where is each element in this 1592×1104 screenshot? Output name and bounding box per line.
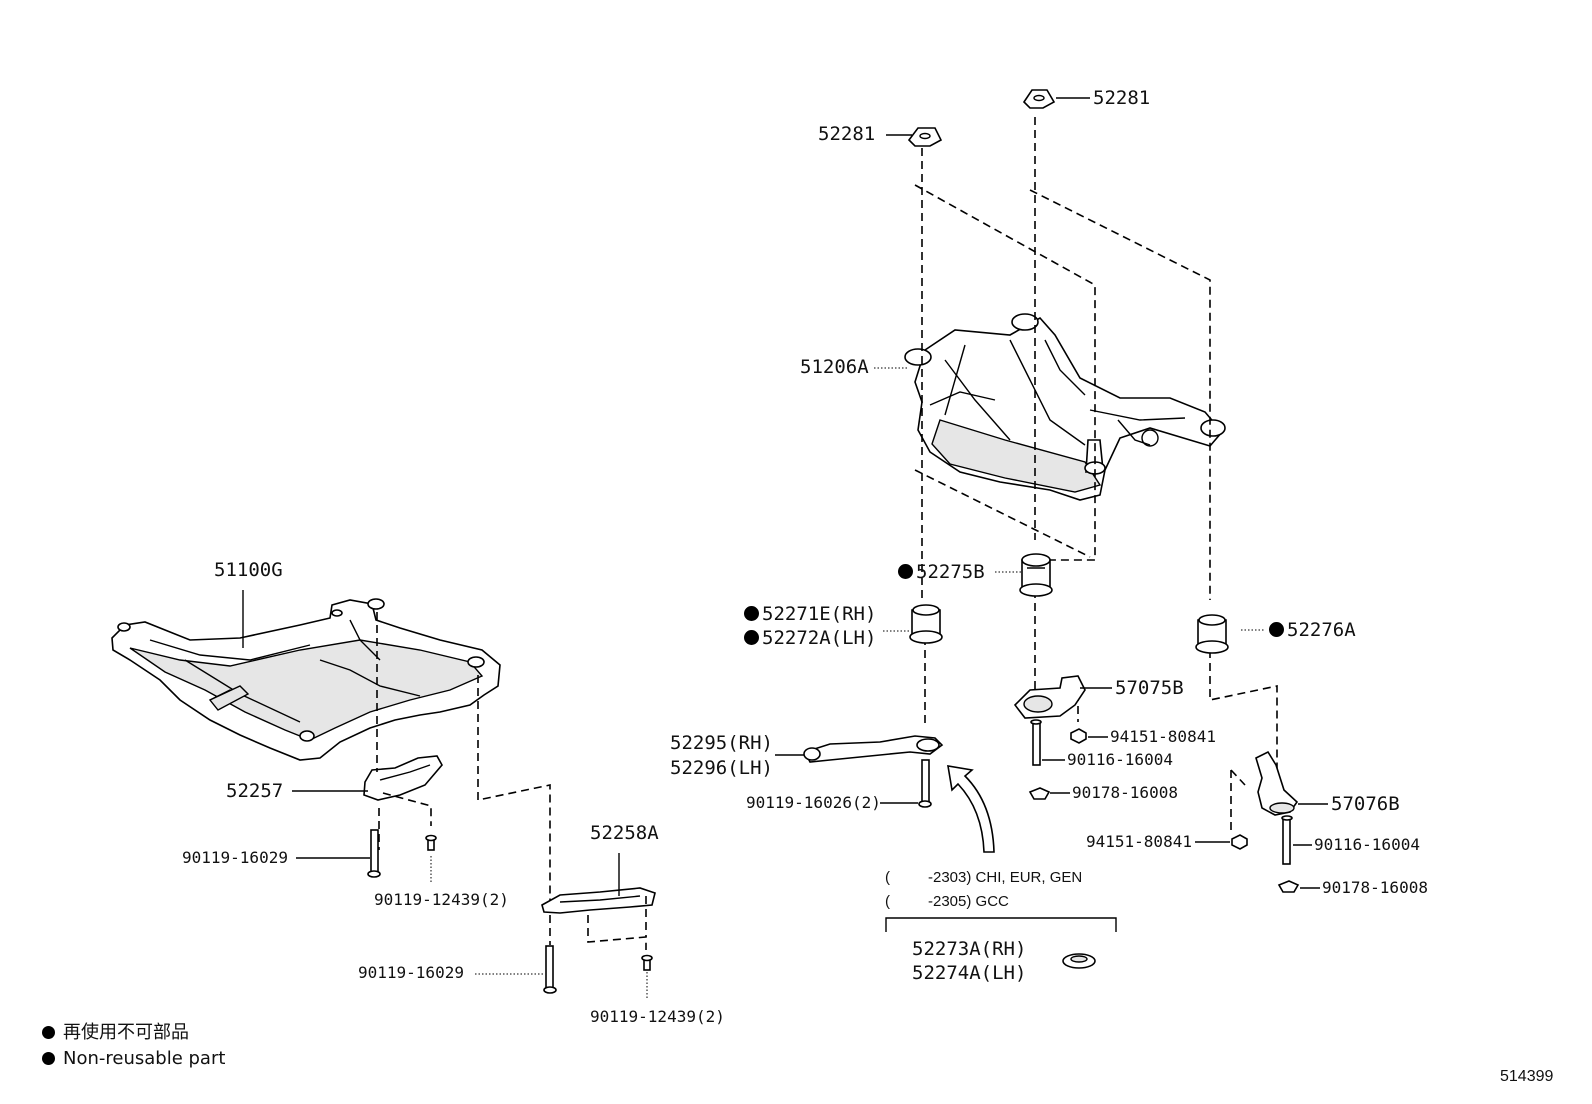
- washer-52281-left: [907, 127, 943, 147]
- legend-jp: 再使用不可部品: [42, 1024, 189, 1042]
- label-51100G: 51100G: [214, 559, 283, 581]
- label-57075B: 57075B: [1115, 677, 1184, 699]
- washer-52281-right: [1022, 89, 1056, 109]
- bolt-90119-16026: [918, 759, 932, 808]
- label-90119-16029-a: 90119-16029: [182, 848, 288, 867]
- bolt-90116-b: [1281, 815, 1293, 865]
- reference-number: 514399: [1500, 1068, 1554, 1085]
- legend-en: Non-reusable part: [42, 1050, 225, 1068]
- arm-52295: [803, 735, 944, 763]
- nut-94151-b: [1231, 834, 1248, 850]
- bolt-90119-12439-b: [641, 954, 653, 971]
- label-94151-80841-b: 94151-80841: [1086, 832, 1192, 851]
- non-reusable-dot-icon: [42, 1026, 55, 1039]
- label-90116-16004-a: 90116-16004: [1067, 750, 1173, 769]
- label-52295: 52295(RH): [670, 732, 773, 754]
- washer-90178-b: [1277, 880, 1300, 893]
- front-crossmember-51100G: [111, 598, 501, 761]
- label-90119-12439-a: 90119-12439(2): [374, 890, 509, 909]
- label-52281-right: 52281: [1093, 87, 1151, 109]
- label-90119-16026: 90119-16026(2): [746, 793, 881, 812]
- non-reusable-dot-icon: [1269, 622, 1284, 637]
- washer-52273A: [1062, 953, 1096, 969]
- label-52281-left: 52281: [818, 123, 876, 145]
- nut-94151-a: [1070, 728, 1087, 744]
- bolt-90116-a: [1030, 719, 1042, 766]
- bolt-90119-12439-a: [425, 834, 437, 851]
- note-line-2: (-2305) GCC: [885, 893, 1009, 910]
- label-51206A: 51206A: [800, 356, 869, 378]
- label-52258A: 52258A: [590, 822, 659, 844]
- label-52257: 52257: [226, 780, 284, 802]
- label-90116-16004-b: 90116-16004: [1314, 835, 1420, 854]
- label-52276A: 52276A: [1269, 621, 1356, 640]
- label-90178-16008-a: 90178-16008: [1072, 783, 1178, 802]
- non-reusable-dot-icon: [744, 606, 759, 621]
- bushing-52275B: [1019, 553, 1053, 597]
- bracket-57075B: [1013, 675, 1086, 719]
- bracket-52257: [363, 755, 443, 801]
- bracket-57076B: [1255, 750, 1299, 816]
- bushing-52271E: [909, 604, 943, 644]
- non-reusable-dot-icon: [744, 630, 759, 645]
- label-52275B: 52275B: [898, 563, 985, 582]
- label-90178-16008-b: 90178-16008: [1322, 878, 1428, 897]
- label-57076B: 57076B: [1331, 793, 1400, 815]
- rear-crossmember-51206A: [904, 313, 1226, 501]
- label-90119-16029-b: 90119-16029: [358, 963, 464, 982]
- bolt-90119-16029-a: [367, 829, 381, 878]
- non-reusable-dot-icon: [898, 564, 913, 579]
- note-line-1: (-2303) CHI, EUR, GEN: [885, 869, 1083, 886]
- bushing-52276A: [1195, 614, 1229, 654]
- label-52274A: 52274A(LH): [912, 962, 1027, 984]
- label-52272A: 52272A(LH): [744, 629, 876, 648]
- direction-arrow: [947, 765, 995, 853]
- label-52271E: 52271E(RH): [744, 605, 876, 624]
- washer-90178-a: [1028, 787, 1051, 800]
- non-reusable-dot-icon: [42, 1052, 55, 1065]
- label-52296: 52296(LH): [670, 757, 773, 779]
- label-94151-80841-a: 94151-80841: [1110, 727, 1216, 746]
- bracket-52258A: [541, 887, 656, 914]
- bolt-90119-16029-b: [543, 945, 557, 994]
- label-90119-12439-b: 90119-12439(2): [590, 1007, 725, 1026]
- label-52273A: 52273A(RH): [912, 938, 1027, 960]
